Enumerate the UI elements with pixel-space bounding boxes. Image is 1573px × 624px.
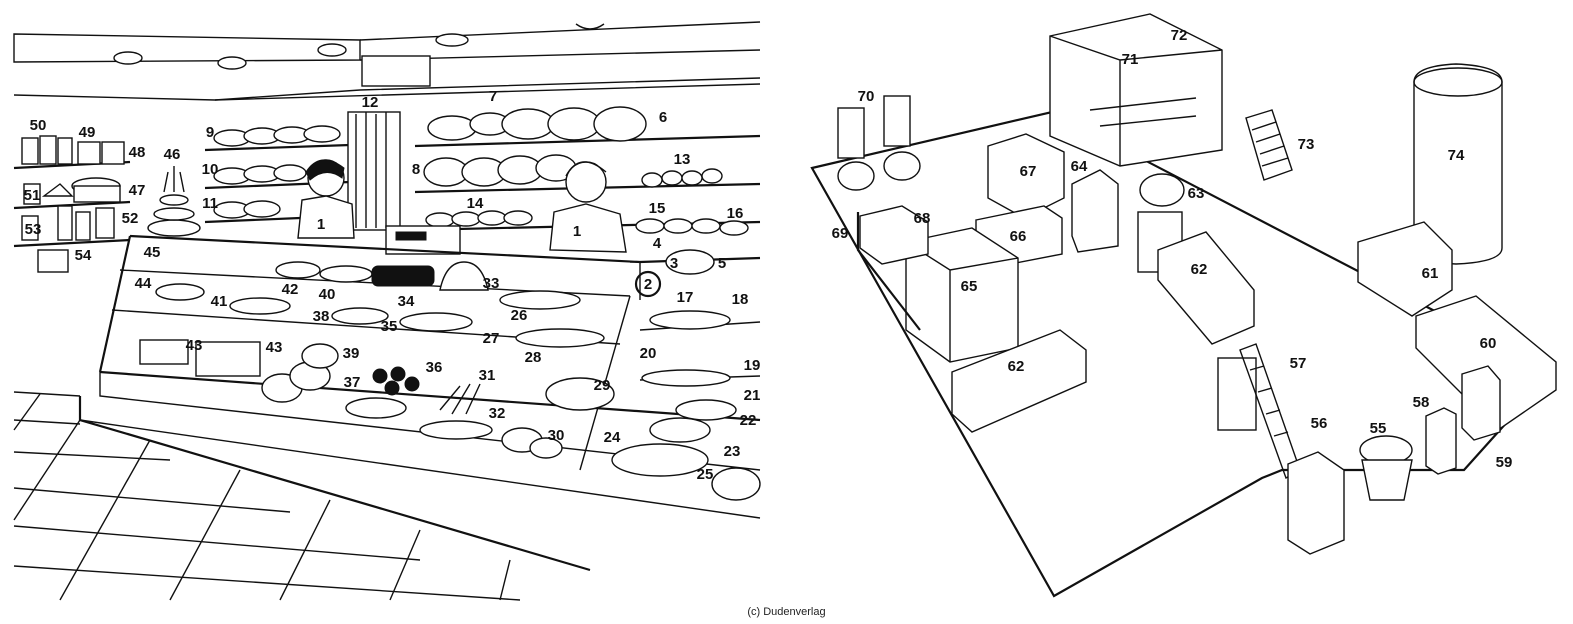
label-44: 44: [135, 275, 152, 292]
label-48: 48: [129, 144, 146, 161]
label-57: 57: [1290, 355, 1307, 372]
label-27: 27: [483, 330, 500, 347]
label-38: 38: [313, 308, 330, 325]
label-5: 5: [718, 255, 726, 272]
label-72: 72: [1171, 27, 1188, 44]
label-40: 40: [319, 286, 336, 303]
label-59: 59: [1496, 454, 1513, 471]
label-69: 69: [832, 225, 849, 242]
copyright-caption: (c) Dudenverlag: [747, 606, 826, 618]
label-54: 54: [75, 247, 92, 264]
label-61: 61: [1422, 265, 1439, 282]
label-29: 29: [594, 377, 611, 394]
label-18: 18: [732, 291, 749, 308]
label-60: 60: [1480, 335, 1497, 352]
label-35: 35: [381, 318, 398, 335]
label-51: 51: [24, 187, 41, 204]
label-46: 46: [164, 146, 181, 163]
label-68: 68: [914, 210, 931, 227]
label-43b: 43: [266, 339, 283, 356]
label-43a: 43: [186, 337, 203, 354]
label-21: 21: [744, 387, 761, 404]
label-6: 6: [659, 109, 667, 126]
label-62-lower: 62: [1008, 358, 1025, 375]
label-49: 49: [79, 124, 96, 141]
bakers-shop-illustration: [13, 21, 761, 601]
label-34: 34: [398, 293, 415, 310]
label-1b: 1: [573, 223, 581, 240]
label-73: 73: [1298, 136, 1315, 153]
label-20: 20: [640, 345, 657, 362]
baguette-basket: [347, 111, 401, 231]
label-32: 32: [489, 405, 506, 422]
label-65: 65: [961, 278, 978, 295]
label-71: 71: [1122, 51, 1139, 68]
label-42: 42: [282, 281, 299, 298]
label-23: 23: [724, 443, 741, 460]
label-10: 10: [202, 161, 219, 178]
display-counter: [78, 234, 761, 572]
label-19: 19: [744, 357, 761, 374]
label-31: 31: [479, 367, 496, 384]
shop-assistants: [297, 159, 627, 253]
label-33: 33: [483, 275, 500, 292]
label-15: 15: [649, 200, 666, 217]
label-41: 41: [211, 293, 228, 310]
label-53: 53: [25, 221, 42, 238]
label-64: 64: [1071, 158, 1088, 175]
label-30: 30: [548, 427, 565, 444]
label-12: 12: [362, 94, 379, 111]
label-24: 24: [604, 429, 621, 446]
label-45: 45: [144, 244, 161, 261]
label-67: 67: [1020, 163, 1037, 180]
label-63: 63: [1188, 185, 1205, 202]
label-22: 22: [740, 412, 757, 429]
label-26: 26: [511, 307, 528, 324]
label-56: 56: [1311, 415, 1328, 432]
label-11: 11: [202, 195, 218, 212]
bakery-floor-plan: [810, 13, 1557, 598]
label-9: 9: [206, 124, 214, 141]
label-62-upper: 62: [1191, 261, 1208, 278]
label-25: 25: [697, 466, 714, 483]
label-36: 36: [426, 359, 443, 376]
label-47: 47: [129, 182, 146, 199]
label-28: 28: [525, 349, 542, 366]
label-52: 52: [122, 210, 139, 227]
bakery-number-labels: 55 56 57 58 59 60 61 62 62 63 64 65 66 6…: [832, 27, 1513, 471]
ceiling-lights: [113, 23, 605, 70]
label-39: 39: [343, 345, 360, 362]
label-66: 66: [1010, 228, 1027, 245]
label-16: 16: [727, 205, 744, 222]
label-13: 13: [674, 151, 691, 168]
tiered-cake: [147, 166, 201, 237]
label-17: 17: [677, 289, 694, 306]
label-37: 37: [344, 374, 361, 391]
label-1a: 1: [317, 216, 325, 233]
label-8: 8: [412, 161, 420, 178]
label-74: 74: [1448, 147, 1465, 164]
label-55: 55: [1370, 420, 1387, 437]
label-50: 50: [30, 117, 47, 134]
label-70: 70: [858, 88, 875, 105]
label-4: 4: [653, 235, 662, 252]
label-58: 58: [1413, 394, 1430, 411]
shop-number-labels: 1 1 2 3 4 5 6 7 8 9 10 11 12 13 14 15 16…: [24, 88, 761, 483]
label-7: 7: [489, 88, 497, 105]
floor-tiles: [13, 391, 521, 601]
label-2: 2: [644, 276, 652, 293]
back-bread-shelves: [204, 106, 761, 236]
label-14: 14: [467, 195, 484, 212]
label-3: 3: [670, 255, 678, 272]
left-wall-shelves: [13, 135, 131, 273]
